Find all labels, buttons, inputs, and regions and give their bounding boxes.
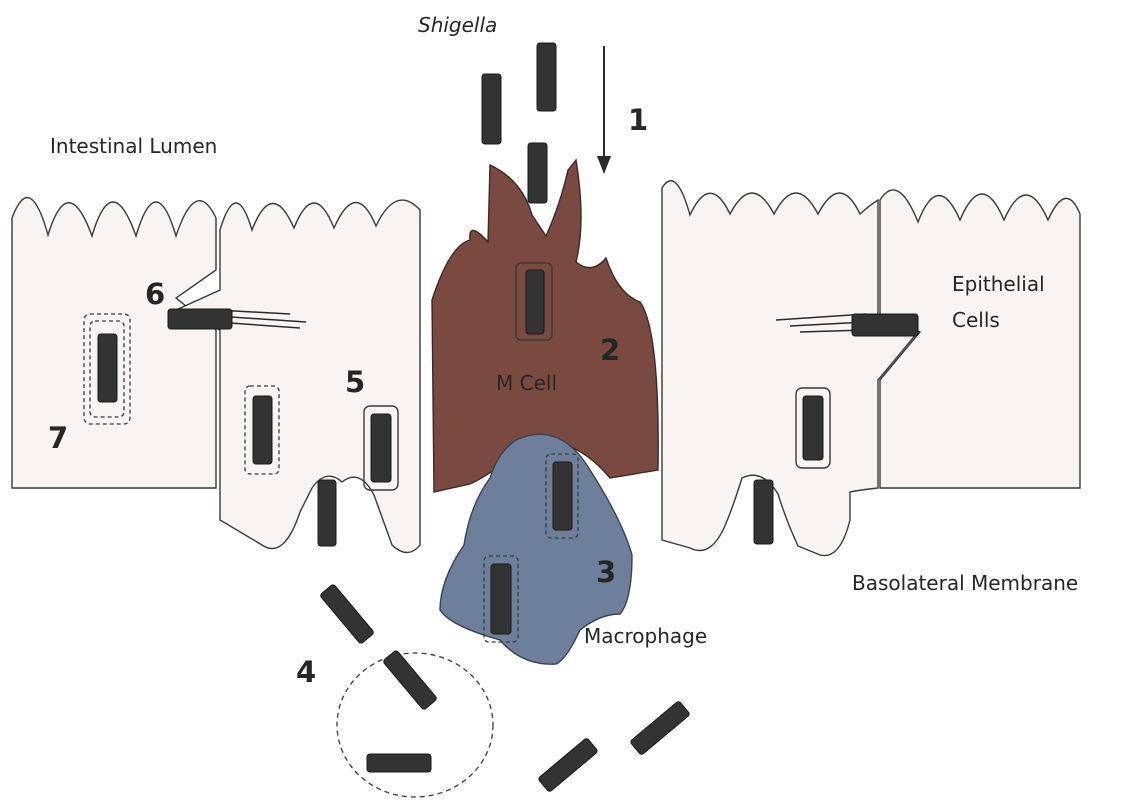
organism-label: Shigella — [418, 13, 497, 37]
bacterium — [630, 701, 691, 756]
bacterium — [98, 334, 117, 402]
entry-arrow-head — [597, 156, 611, 174]
step-number-5: 5 — [345, 365, 365, 399]
bacterium — [803, 396, 823, 460]
bacterium — [253, 396, 272, 464]
step-number-3: 3 — [596, 555, 616, 589]
step-number-2: 2 — [600, 333, 620, 367]
bacterium — [553, 462, 572, 530]
macrophage-label: Macrophage — [584, 624, 707, 648]
bacterium — [371, 414, 391, 482]
bacterium — [367, 754, 431, 772]
m-cell-label: M Cell — [496, 371, 557, 395]
bacterium — [526, 270, 544, 334]
bacterium — [538, 738, 599, 793]
step-number-6: 6 — [145, 277, 165, 311]
bacterium — [491, 564, 511, 634]
epithelial-label-line2: Cells — [952, 308, 1000, 332]
bacterium — [754, 480, 773, 544]
basolateral-label: Basolateral Membrane — [852, 571, 1078, 595]
bacterium — [482, 74, 501, 144]
step-number-1: 1 — [628, 103, 648, 137]
epithelial-label-line1: Epithelial — [952, 272, 1045, 296]
lumen-label: Intestinal Lumen — [50, 134, 217, 158]
step-number-7: 7 — [48, 421, 68, 455]
step-number-4: 4 — [296, 655, 316, 689]
bacterium — [318, 480, 336, 546]
bacterium — [320, 584, 375, 645]
bacterium — [528, 143, 547, 203]
bacterium — [383, 650, 438, 711]
bacterium — [537, 43, 556, 111]
